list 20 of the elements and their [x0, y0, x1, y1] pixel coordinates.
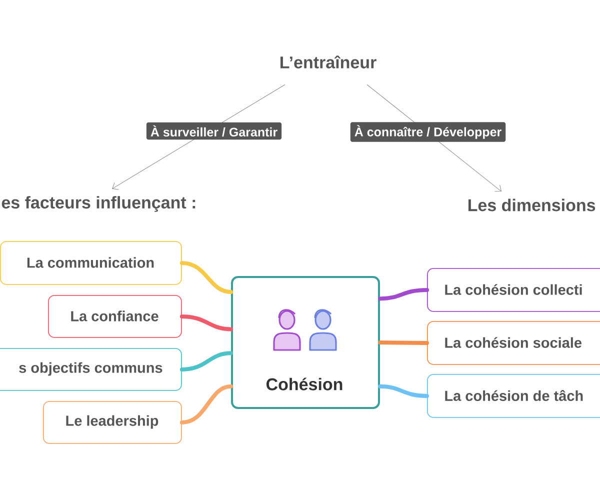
branch-box: Le leadership — [43, 401, 182, 444]
connector-line — [378, 340, 429, 345]
edge-label: À surveiller / Garantir — [146, 122, 282, 140]
connector-line — [180, 260, 233, 294]
heading-text: L’entraîneur — [280, 56, 376, 68]
branch-box: La confiance — [48, 295, 182, 338]
connector-line — [180, 351, 233, 372]
branch-box: La communication — [0, 241, 182, 285]
heading-text: es facteurs influençant : — [2, 196, 196, 212]
connector-line — [378, 288, 429, 301]
connector-line — [180, 384, 233, 424]
branch-box: s objectifs communs — [0, 348, 182, 391]
connector-line — [378, 384, 429, 398]
heading-text: Les dimensions — [468, 198, 596, 212]
branch-box: La cohésion collecti — [427, 268, 600, 312]
branch-box: La cohésion de tâch — [427, 374, 600, 418]
edge-label: À connaître / Développer — [350, 122, 506, 142]
connector-line — [180, 314, 233, 332]
topic-box: Cohésion — [231, 276, 380, 409]
branch-box: La cohésion sociale — [427, 321, 600, 365]
